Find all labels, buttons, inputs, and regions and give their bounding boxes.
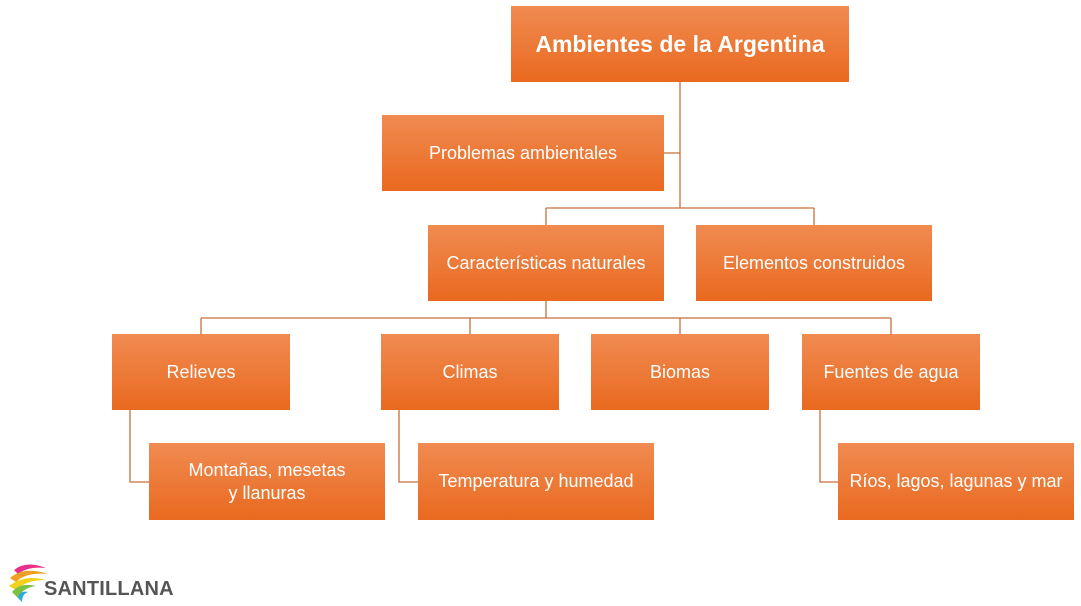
santillana-swirl-icon <box>9 564 48 602</box>
node-fuentes: Fuentes de agua <box>802 334 980 410</box>
node-relieves: Relieves <box>112 334 290 410</box>
node-label: Características naturales <box>446 252 646 273</box>
connector-root <box>545 82 815 225</box>
node-problemas: Problemas ambientales <box>382 115 664 191</box>
node-label: Biomas <box>649 361 711 382</box>
connector-caracteristicas <box>200 301 892 334</box>
node-label: Fuentes de agua <box>823 361 959 382</box>
node-rios: Ríos, lagos, lagunas y mar <box>838 443 1074 520</box>
node-label: y llanuras <box>228 482 306 503</box>
node-label: Ambientes de la Argentina <box>535 30 825 57</box>
node-biomas: Biomas <box>591 334 769 410</box>
logo-text: SANTILLANA <box>44 578 174 600</box>
node-label: Climas <box>442 361 498 382</box>
node-root: Ambientes de la Argentina <box>511 6 849 82</box>
node-label: Elementos construidos <box>722 252 906 273</box>
node-montanas: Montañas, mesetas y llanuras <box>149 443 385 520</box>
santillana-logo: SANTILLANA <box>6 560 176 604</box>
node-climas: Climas <box>381 334 559 410</box>
node-label: Ríos, lagos, lagunas y mar <box>849 471 1063 491</box>
node-label: Montañas, mesetas <box>188 459 346 480</box>
node-temperatura: Temperatura y humedad <box>418 443 654 520</box>
node-elementos: Elementos construidos <box>696 225 932 301</box>
node-label: Temperatura y humedad <box>438 471 634 491</box>
node-caracteristicas: Características naturales <box>428 225 664 301</box>
connector-leaves <box>129 410 838 483</box>
node-label: Problemas ambientales <box>428 142 618 163</box>
node-label: Relieves <box>166 361 236 382</box>
